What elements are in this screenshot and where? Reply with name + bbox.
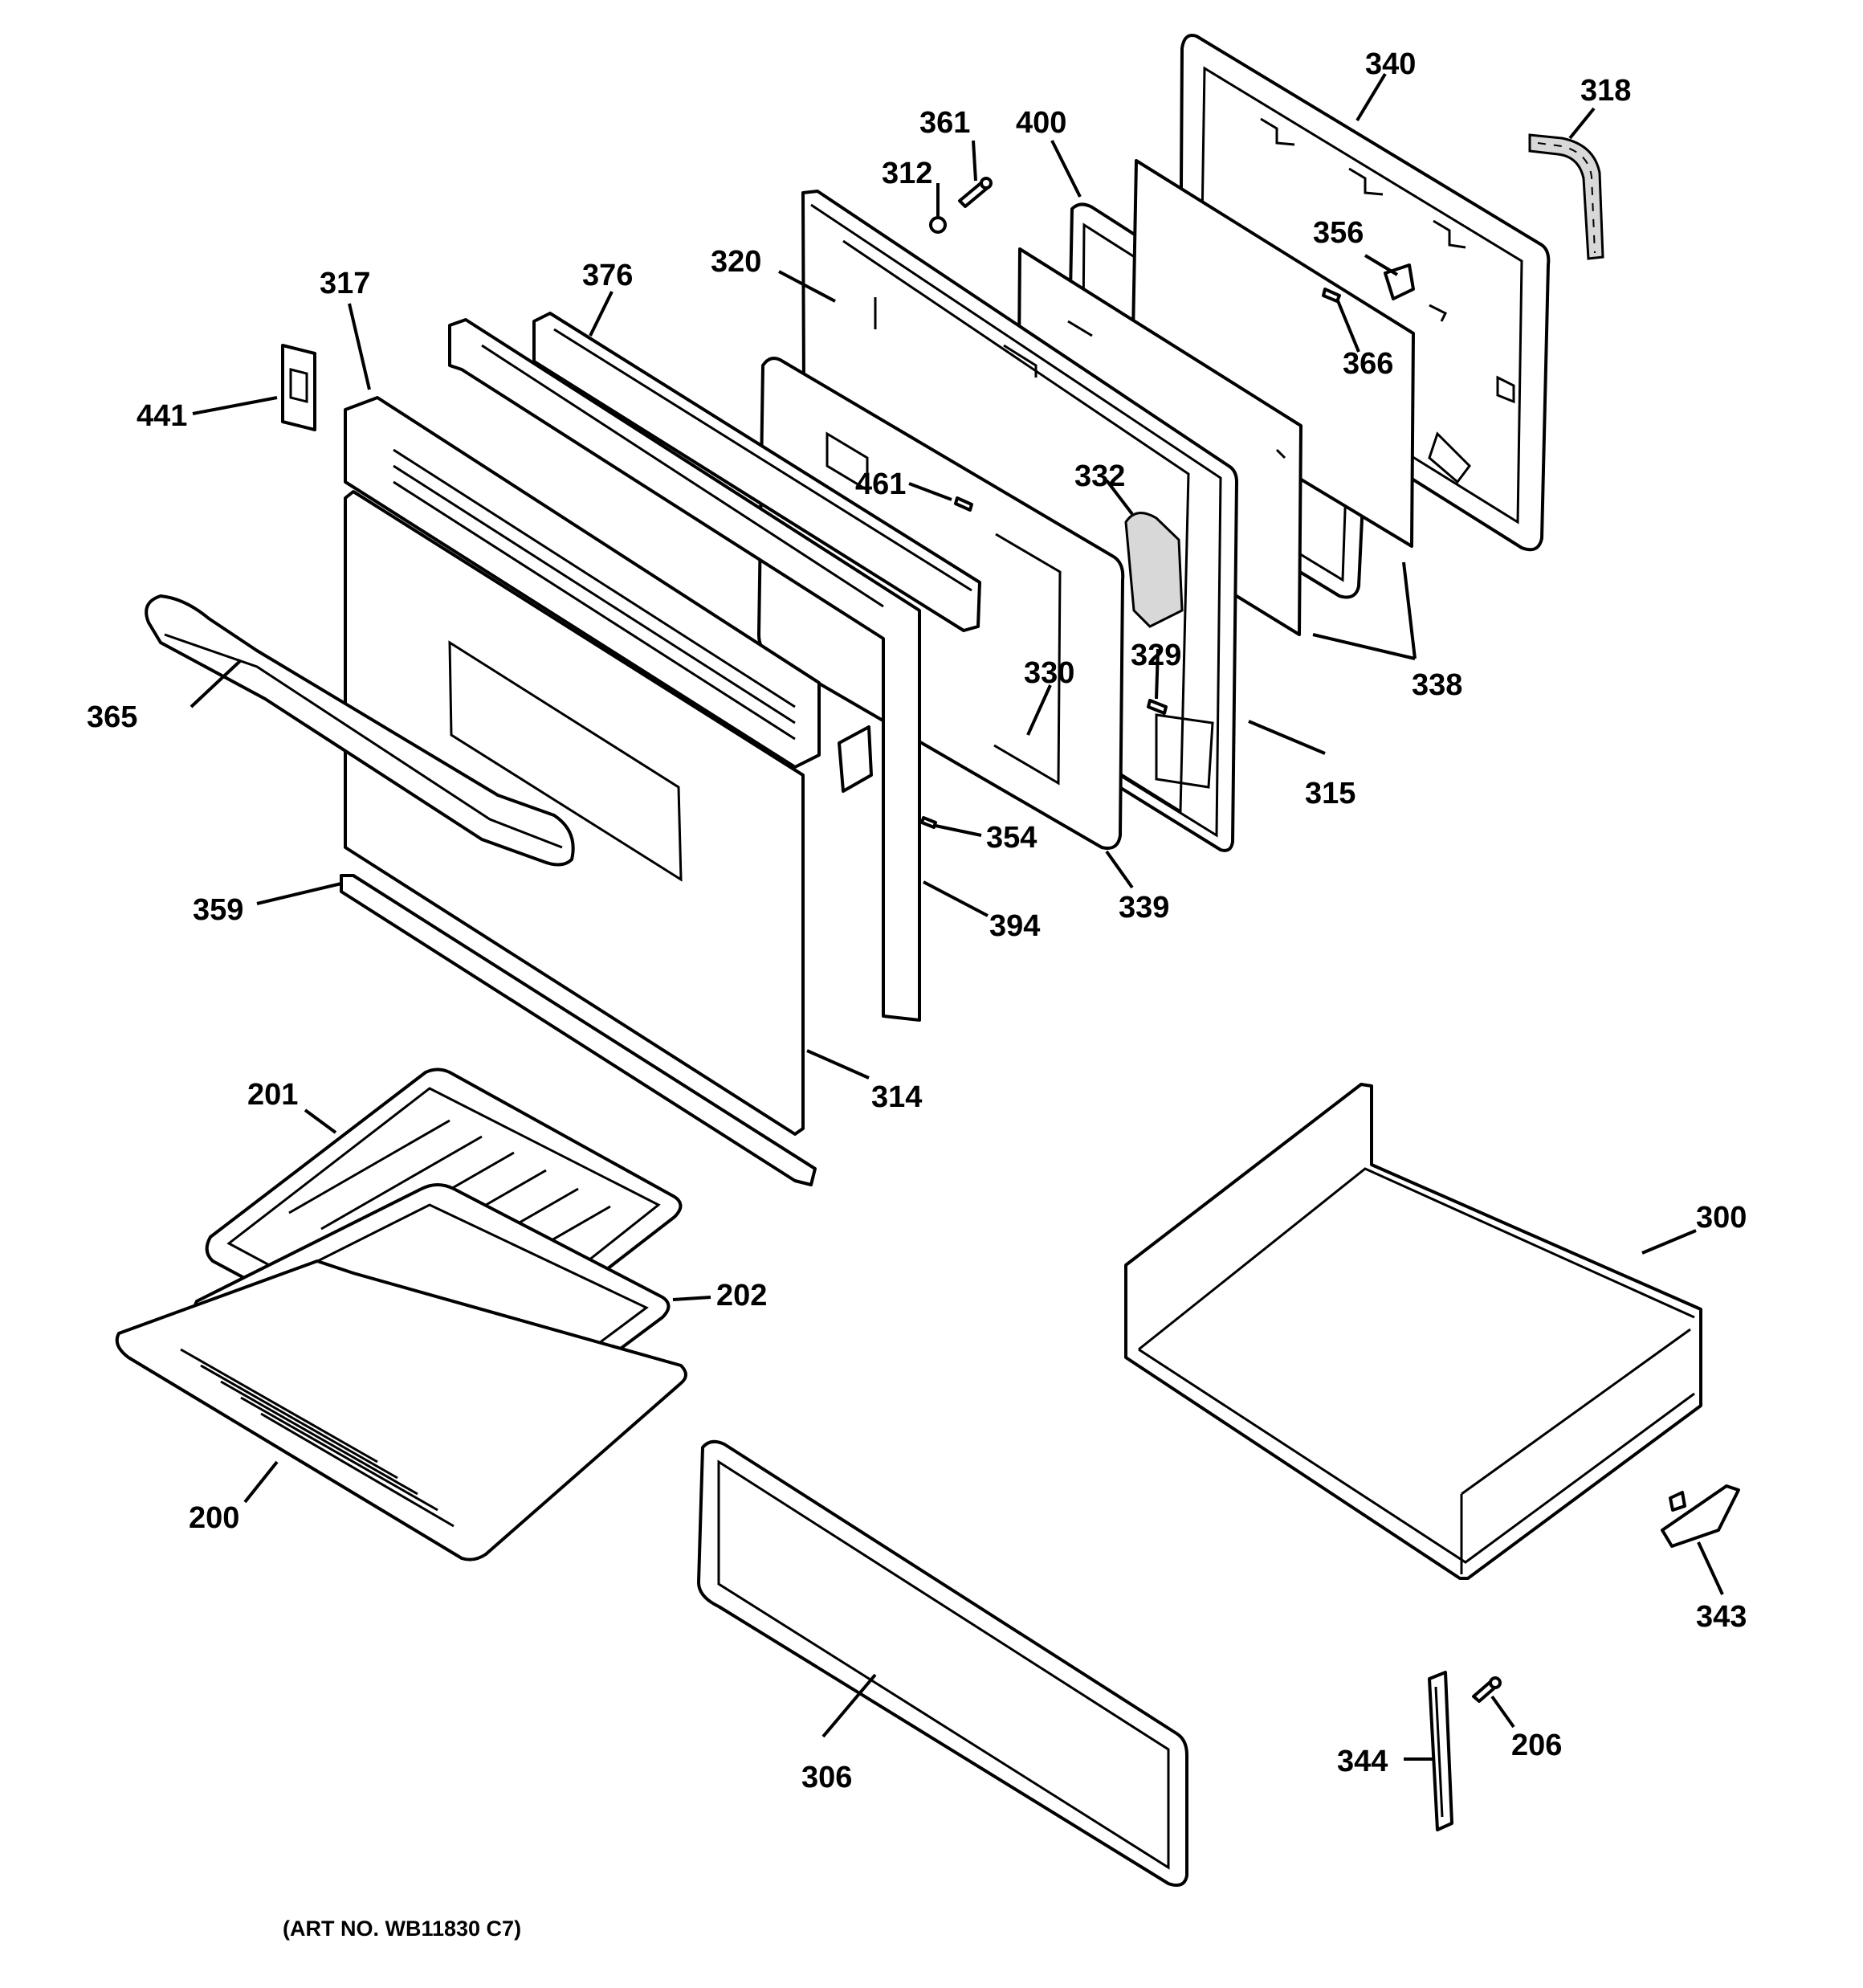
part-206-screw <box>1472 1676 1502 1703</box>
art-number-caption: (ART NO. WB11830 C7) <box>283 1917 521 1941</box>
label-441: 441 <box>137 399 187 433</box>
label-201: 201 <box>247 1078 298 1112</box>
part-344-drawer-slide <box>1428 1671 1453 1831</box>
part-394-vent-trim <box>448 318 921 1022</box>
label-356: 356 <box>1313 216 1364 250</box>
part-hinge-block <box>838 725 873 793</box>
part-332-insulation-block <box>1124 512 1184 628</box>
leader-lines <box>190 72 1724 1761</box>
label-343: 343 <box>1696 1600 1747 1634</box>
label-320: 320 <box>711 245 761 279</box>
part-461-screw <box>954 496 973 512</box>
label-314: 314 <box>871 1080 922 1114</box>
label-206: 206 <box>1511 1729 1562 1762</box>
label-394: 394 <box>989 909 1040 943</box>
part-340-door-frame <box>1179 34 1551 552</box>
part-300-drawer-box <box>1124 1083 1702 1580</box>
label-200: 200 <box>189 1501 239 1535</box>
part-361-screw <box>958 177 993 208</box>
label-332: 332 <box>1074 459 1125 493</box>
label-366: 366 <box>1343 347 1393 381</box>
label-461: 461 <box>855 467 906 501</box>
part-312-washer <box>929 216 947 234</box>
part-329-screw <box>1147 699 1168 715</box>
label-340: 340 <box>1365 47 1416 81</box>
label-300: 300 <box>1696 1201 1747 1235</box>
label-361: 361 <box>919 106 970 140</box>
part-359-door-bottom-trim <box>340 874 817 1186</box>
label-317: 317 <box>320 267 370 300</box>
label-400: 400 <box>1016 106 1066 140</box>
part-318-gasket <box>1528 133 1604 260</box>
label-344: 344 <box>1337 1745 1388 1778</box>
part-labels: 340 318 361 400 312 356 320 376 317 366 … <box>87 47 1747 1941</box>
part-376-door-trim <box>532 312 981 632</box>
part-200-oven-rack <box>115 1259 687 1561</box>
label-338: 338 <box>1412 668 1462 702</box>
label-339: 339 <box>1119 891 1169 925</box>
label-365: 365 <box>87 700 137 734</box>
part-317-door-top <box>344 396 821 769</box>
label-315: 315 <box>1305 777 1355 810</box>
part-343-drawer-glide <box>1661 1484 1740 1548</box>
part-365-door-handle <box>145 594 575 867</box>
label-312: 312 <box>882 157 932 190</box>
part-306-drawer-front <box>697 1439 1188 1887</box>
label-330: 330 <box>1024 656 1074 690</box>
label-354: 354 <box>986 821 1037 855</box>
part-441-bracket <box>281 344 316 431</box>
label-202: 202 <box>716 1279 767 1312</box>
part-314-outer-door <box>344 490 805 1136</box>
label-359: 359 <box>193 893 243 927</box>
label-376: 376 <box>582 259 633 292</box>
label-306: 306 <box>801 1761 852 1794</box>
label-318: 318 <box>1580 74 1631 108</box>
label-329: 329 <box>1131 639 1181 672</box>
part-354-screw <box>920 816 937 829</box>
